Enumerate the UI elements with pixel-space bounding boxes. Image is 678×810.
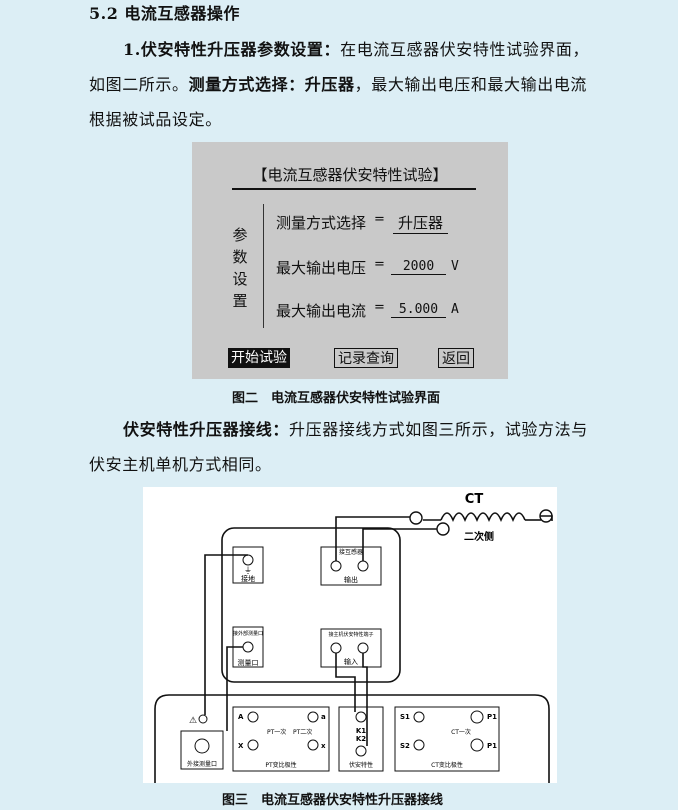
param-label: 最大输出电压 — [276, 259, 367, 277]
voltage-unit: V — [451, 259, 459, 274]
pt-a-terminal[interactable] — [247, 711, 259, 723]
pt-x2-terminal[interactable] — [307, 739, 319, 751]
side-divider — [263, 204, 264, 328]
param-equals: = — [374, 212, 385, 227]
k1-terminal[interactable] — [355, 711, 367, 723]
side-char: 设 — [232, 270, 248, 288]
s2-label: S2 — [400, 742, 410, 750]
s1-terminal[interactable] — [413, 711, 425, 723]
ct-terminal-left-2[interactable] — [436, 522, 450, 536]
max-current-value[interactable]: 5.000 — [391, 302, 446, 318]
pt-primary-label: PT一次 — [267, 728, 286, 736]
ct-primary-label: CT一次 — [451, 728, 471, 736]
start-test-button[interactable]: 开始试验 — [228, 348, 290, 368]
output-terminal-2[interactable] — [357, 560, 369, 572]
s1-label: S1 — [400, 713, 410, 721]
ct-terminal-left[interactable] — [409, 511, 423, 525]
settings-lead: 1.伏安特性升压器参数设置： — [123, 40, 341, 59]
p1-terminal[interactable] — [470, 710, 484, 724]
measure-label: 测量口 — [238, 659, 259, 667]
param-settings-side-label: 参 数 设 置 — [230, 224, 250, 312]
pt-group-label: PT变比极性 — [265, 761, 296, 769]
wiring-diagram: CT 二次侧 ⏚ 接地 接互感器 输出 接外部测量口 测量口 接主机伏安特性端子… — [143, 487, 557, 783]
input-terminal-1[interactable] — [330, 642, 342, 654]
measure-top-label: 接外部测量口 — [233, 630, 263, 637]
screen-title: 【电流互感器伏安特性试验】 — [252, 166, 448, 184]
settings-text-b: ，最大输出电压和最大输出电流根据被试品设定。 — [89, 75, 588, 129]
ground-label: 接地 — [241, 574, 255, 583]
side-char: 参 — [232, 226, 248, 244]
pt-a-label: A — [238, 713, 244, 721]
s2-terminal[interactable] — [413, 739, 425, 751]
record-query-button[interactable]: 记录查询 — [334, 348, 398, 368]
max-voltage-value[interactable]: 2000 — [391, 259, 446, 275]
measure-terminal[interactable] — [242, 641, 254, 653]
paragraph-wiring: 伏安特性升压器接线：升压器接线方式如图三所示，试验方法与伏安主机单机方式相同。 — [89, 412, 599, 482]
paragraph-settings: 1.伏安特性升压器参数设置：在电流互感器伏安特性试验界面，如图二所示。测量方式选… — [89, 32, 599, 137]
k2-label: K2 — [356, 735, 366, 743]
ct-coil — [423, 512, 541, 523]
wiring-lead: 伏安特性升压器接线： — [123, 420, 290, 439]
pt-x2-label: x — [321, 742, 326, 750]
pt-x-label: X — [238, 742, 244, 750]
ground-icon: ⏚ — [244, 566, 252, 575]
pt-x-terminal[interactable] — [247, 739, 259, 751]
k1-label: K1 — [356, 727, 366, 735]
measure-mode-value[interactable]: 升压器 — [393, 212, 448, 234]
ct-label: CT — [465, 492, 484, 507]
back-button[interactable]: 返回 — [438, 348, 474, 368]
param-row-max-current[interactable]: 最大输出电流 = — [276, 300, 385, 321]
k2-terminal[interactable] — [355, 745, 367, 757]
input-top-label: 接主机伏安特性端子 — [328, 631, 373, 638]
output-terminal-1[interactable] — [330, 560, 342, 572]
title-divider — [232, 188, 476, 190]
secondary-side-label: 二次侧 — [464, 530, 494, 543]
settings-mode: 测量方式选择：升压器 — [188, 75, 355, 94]
input-terminal-2[interactable] — [357, 642, 369, 654]
current-unit: A — [451, 302, 459, 317]
param-equals: = — [374, 300, 385, 315]
figure3-caption: 图三 电流互感器伏安特性升压器接线 — [222, 793, 444, 808]
p1b-label: P1 — [487, 742, 497, 750]
ground-terminal[interactable] — [242, 554, 254, 566]
param-row-max-voltage[interactable]: 最大输出电压 = — [276, 257, 385, 278]
ext-measure-label: 外接测量口 — [187, 760, 217, 768]
p1b-terminal[interactable] — [470, 738, 484, 752]
output-top-label: 接互感器 — [339, 548, 363, 556]
param-label: 测量方式选择 — [276, 214, 367, 232]
warning-icon: ⚠ — [189, 716, 197, 726]
test-settings-screen: 【电流互感器伏安特性试验】 参 数 设 置 测量方式选择 = 升压器 最大输出电… — [192, 142, 508, 379]
p1-label: P1 — [487, 713, 497, 721]
wiring-lines — [204, 515, 553, 746]
input-label: 输入 — [344, 657, 358, 666]
output-label: 输出 — [344, 575, 358, 584]
pt-a2-terminal[interactable] — [307, 711, 319, 723]
settings-text-a: 在电流互感器伏安特性试验界面，如图二所示。 — [89, 40, 590, 94]
va-group-label: 伏安特性 — [349, 761, 373, 769]
ct-group-label: CT变比极性 — [431, 761, 463, 769]
param-equals: = — [374, 257, 385, 272]
ext-measure-connector[interactable] — [194, 738, 210, 754]
wiring-text: 升压器接线方式如图三所示，试验方法与伏安主机单机方式相同。 — [89, 420, 588, 474]
pt-secondary-label: PT二次 — [293, 728, 312, 736]
param-label: 最大输出电流 — [276, 302, 367, 320]
side-char: 置 — [232, 292, 248, 310]
param-row-mode[interactable]: 测量方式选择 = — [276, 212, 385, 233]
side-char: 数 — [232, 248, 248, 266]
pt-a2-label: a — [321, 713, 326, 721]
section-heading: 5.2 电流互感器操作 — [89, 4, 240, 23]
host-ground-terminal[interactable] — [198, 714, 208, 724]
figure2-caption: 图二 电流互感器伏安特性试验界面 — [232, 391, 441, 406]
